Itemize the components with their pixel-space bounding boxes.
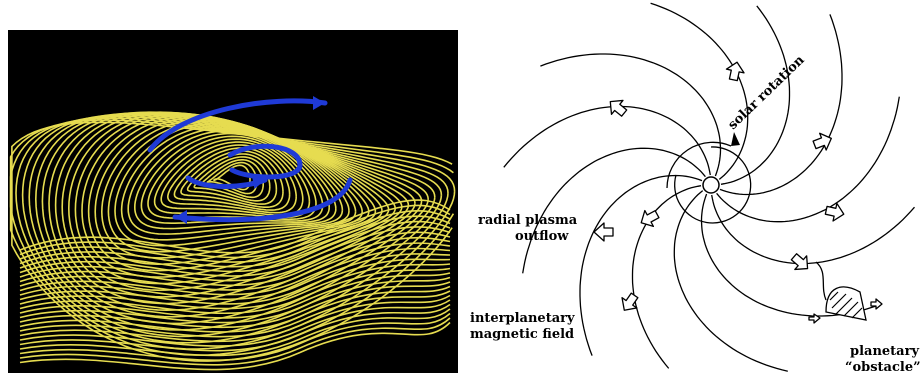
obstacle-label-line2: “obstacle” <box>845 360 921 375</box>
field-line <box>580 176 702 356</box>
field-line <box>712 195 915 264</box>
imf-label-line1: interplanetary <box>470 311 575 326</box>
rotation-arc <box>667 142 731 188</box>
field-line <box>633 186 702 369</box>
outflow-arrow-icon <box>725 60 746 81</box>
outflow-arrow-icon <box>824 201 845 222</box>
radial-plasma-label-line2: outflow <box>515 229 569 244</box>
field-line <box>504 107 711 176</box>
parker-spiral-panel: solar rotation radial plasma outflow int… <box>470 3 921 375</box>
field-line <box>720 14 842 194</box>
outflow-arrow-icon <box>637 206 661 230</box>
imf-label-line2: magnetic field <box>470 327 574 342</box>
radial-plasma-label-line1: radial plasma <box>478 213 578 228</box>
rotation-arrowhead-icon <box>731 132 740 146</box>
field-line <box>523 148 706 273</box>
current-sheet-panel <box>8 30 458 373</box>
planetary-obstacle <box>809 262 882 323</box>
obstacle-label-line1: planetary <box>850 344 919 359</box>
plasma-outflow-arrows <box>605 60 846 315</box>
sun-icon <box>703 177 719 193</box>
field-line <box>540 54 720 176</box>
